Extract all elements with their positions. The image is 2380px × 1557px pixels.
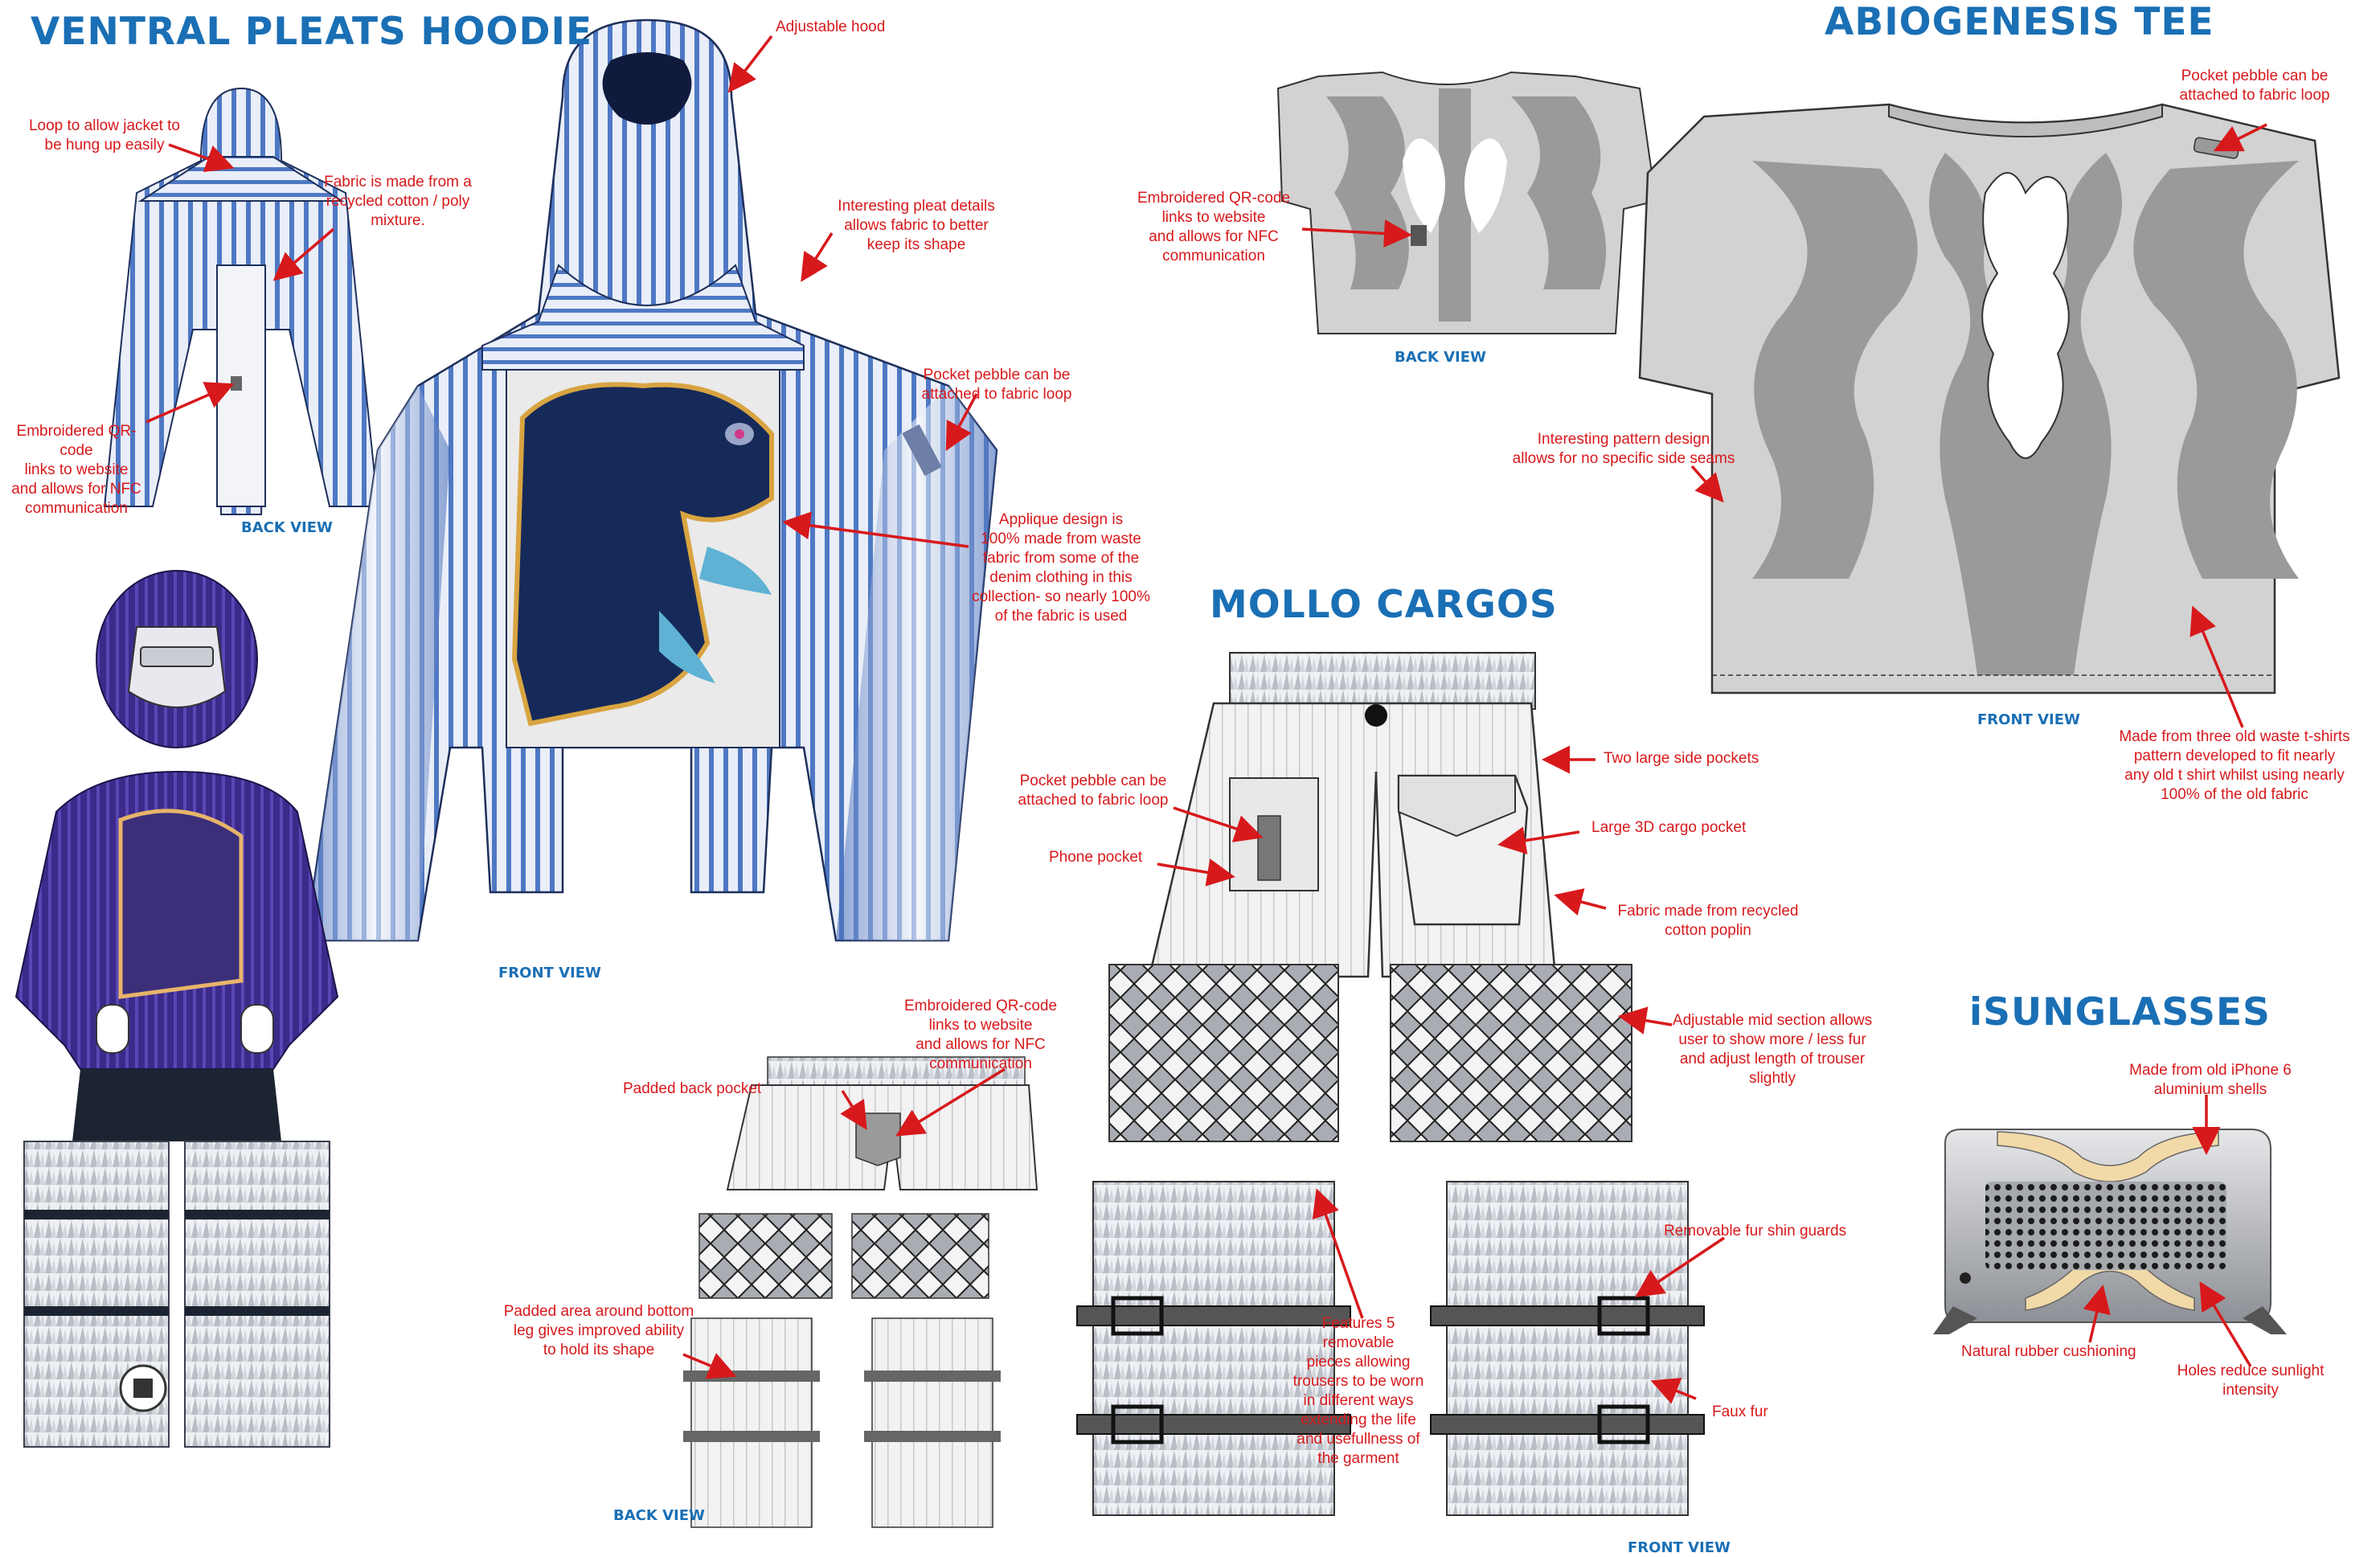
annotation-arrows bbox=[145, 35, 2267, 1404]
cargo-padded-leg-note: Padded area around bottom leg gives impr… bbox=[503, 1303, 694, 1358]
cargo-padded-pocket-note: Padded back pocket bbox=[623, 1080, 762, 1097]
tee-pebble-note: Pocket pebble can be attached to fabric … bbox=[2179, 68, 2330, 104]
sun-shells-note: Made from old iPhone 6 aluminium shells bbox=[2129, 1062, 2292, 1098]
cargo-shin-note: Removable fur shin guards bbox=[1664, 1223, 1847, 1239]
hoodie-pleat-note: Interesting pleat details allows fabric … bbox=[838, 198, 995, 253]
tee-qr-note: Embroidered QR-code links to website and… bbox=[1137, 190, 1291, 264]
hoodie-applique-note: Applique design is 100% made from waste … bbox=[972, 511, 1150, 625]
sun-holes-note: Holes reduce sunlight intensity bbox=[2177, 1362, 2325, 1399]
sun-rubber-note: Natural rubber cushioning bbox=[1961, 1343, 2136, 1360]
cargo-pieces-note: Features 5 removable pieces allowing tro… bbox=[1292, 1315, 1424, 1467]
tee-back-view-label: BACK VIEW bbox=[1395, 349, 1486, 366]
hoodie-back-view-label: BACK VIEW bbox=[241, 519, 333, 536]
hoodie-front-illustration bbox=[304, 18, 998, 942]
hoodie-fabric-note: Fabric is made from a recycled cotton / … bbox=[324, 174, 472, 229]
cargo-pebble-note: Pocket pebble can be attached to fabric … bbox=[1018, 772, 1169, 809]
hoodie-title: VENTRAL PLEATS HOODIE bbox=[31, 10, 593, 54]
cargo-side-note: Two large side pockets bbox=[1604, 750, 1759, 767]
cargo-qr-note: Embroidered QR-code links to website and… bbox=[903, 998, 1058, 1072]
tee-front-illustration bbox=[1638, 103, 2341, 695]
cargo-faux-note: Faux fur bbox=[1712, 1403, 1768, 1420]
figure-sketch-illustration bbox=[14, 570, 339, 1448]
hoodie-loop-note: Loop to allow jacket to be hung up easil… bbox=[28, 117, 180, 154]
hoodie-qr-note: Embroidered QR-code links to website and… bbox=[11, 423, 141, 517]
cargos-back-view-label: BACK VIEW bbox=[613, 1507, 705, 1524]
tee-back-illustration bbox=[1276, 71, 1657, 334]
cargos-back-illustration bbox=[683, 1056, 1038, 1528]
cargo-3d-note: Large 3D cargo pocket bbox=[1591, 819, 1747, 836]
cargos-title: MOLLO CARGOS bbox=[1210, 583, 1558, 627]
tee-pattern-note: Interesting pattern design allows for no… bbox=[1512, 431, 1735, 467]
cargo-poplin-note: Fabric made from recycled cotton poplin bbox=[1617, 903, 1799, 939]
tee-front-view-label: FRONT VIEW bbox=[1977, 711, 2080, 728]
cargos-front-illustration bbox=[1076, 652, 1705, 1516]
tee-waste-note: Made from three old waste t-shirts patte… bbox=[2119, 728, 2350, 803]
sunglasses-title: iSUNGLASSES bbox=[1969, 990, 2271, 1035]
hoodie-pebble-note: Pocket pebble can be attached to fabric … bbox=[921, 367, 1072, 403]
cargos-front-view-label: FRONT VIEW bbox=[1628, 1539, 1731, 1556]
hoodie-front-view-label: FRONT VIEW bbox=[498, 965, 601, 981]
cargo-mid-note: Adjustable mid section allows user to sh… bbox=[1672, 1012, 1873, 1087]
tee-title: ABIOGENESIS TEE bbox=[1825, 0, 2214, 44]
cargo-phone-note: Phone pocket bbox=[1049, 849, 1143, 866]
hoodie-hood-note: Adjustable hood bbox=[776, 18, 886, 35]
sunglasses-illustration bbox=[1933, 1129, 2287, 1334]
